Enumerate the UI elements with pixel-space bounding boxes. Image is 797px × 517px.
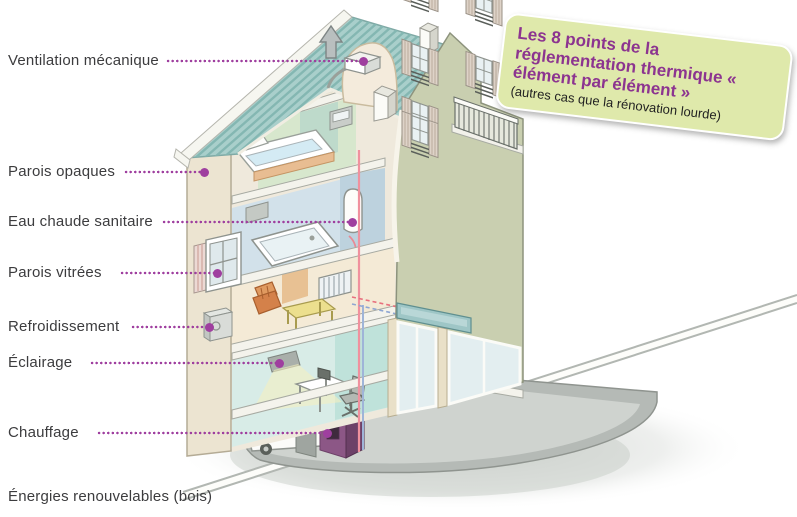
chimney [372, 85, 398, 122]
bathroom-floor [229, 168, 396, 288]
leader-line-eau-chaude [162, 220, 349, 224]
terrace-railing [451, 96, 524, 155]
label-parois-opaques: Parois opaques [8, 163, 116, 180]
window-with-shutters [193, 231, 242, 294]
armchair [252, 281, 282, 315]
ac-unit [202, 307, 234, 342]
leader-dot-chauffage [323, 429, 332, 438]
storefront [387, 302, 522, 418]
label-parois-vitrees: Parois vitrées [8, 264, 102, 281]
leader-line-parois-vitrees [120, 271, 214, 275]
living-room-floor [227, 246, 399, 355]
label-ventilation: Ventilation mécanique [8, 52, 159, 69]
leader-line-eclairage [90, 361, 276, 365]
leader-dot-ventilation [359, 57, 368, 66]
bedroom-sink [329, 105, 353, 131]
radiator [318, 269, 352, 301]
leader-dot-parois-vitrees [213, 269, 222, 278]
leader-dot-eau-chaude [348, 218, 357, 227]
leader-dot-parois-opaques [200, 168, 209, 177]
leader-line-parois-opaques [124, 170, 201, 174]
leader-dot-refroidissement [205, 323, 214, 332]
laptop [317, 367, 331, 381]
leader-line-chauffage [97, 431, 324, 435]
label-energies: Énergies renouvelables (bois) [8, 488, 213, 505]
label-eau-chaude: Eau chaude sanitaire [8, 213, 153, 230]
roof-vent-arrow-icon [318, 24, 344, 59]
right-building [387, 0, 524, 418]
leader-line-ventilation [166, 59, 360, 63]
leader-line-refroidissement [131, 325, 206, 329]
bathtub [250, 221, 340, 267]
label-eclairage: Éclairage [8, 354, 73, 371]
label-chauffage: Chauffage [8, 424, 79, 441]
wall-unit [245, 201, 269, 224]
label-refroidissement: Refroidissement [8, 318, 120, 335]
leader-dot-eclairage [275, 359, 284, 368]
